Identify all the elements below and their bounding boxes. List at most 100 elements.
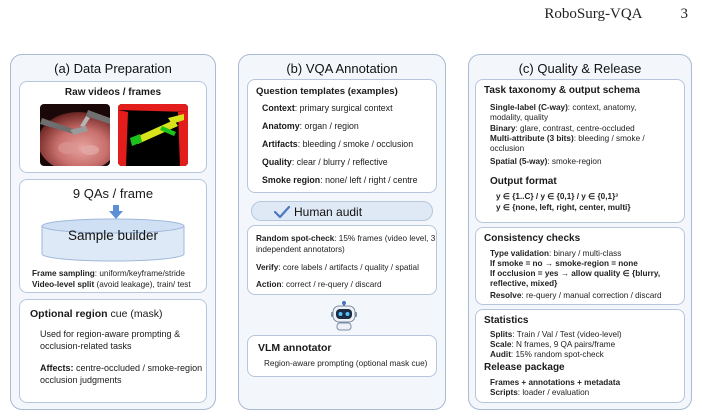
- video-split-value: (avoid leakage), train/ test: [94, 280, 191, 289]
- database-cylinder-icon: [41, 218, 185, 262]
- panel-quality-release: (c) Quality & Release Task taxonomy & ou…: [468, 54, 692, 410]
- binary-line: Binary: glare, contrast, centre-occluded: [490, 123, 635, 134]
- template-label: Quality: [262, 157, 292, 167]
- multi-attribute-line-2: occlusion: [490, 144, 525, 153]
- template-text: : organ / region: [299, 121, 359, 131]
- binary-label: Binary: [490, 124, 516, 133]
- consistency-checks-card: Consistency checks Type validation: bina…: [475, 227, 685, 305]
- template-text: : clear / blurry / reflective: [291, 157, 388, 167]
- affects-value: centre-occluded / smoke-region: [73, 363, 203, 373]
- single-label-label: Single-label (C-way): [490, 103, 568, 112]
- spot-check-line-1: Random spot-check: 15% frames (video lev…: [256, 233, 435, 244]
- video-split-text: Video-level split (avoid leakage), train…: [32, 279, 191, 290]
- action-line: Action: correct / re-query / discard: [256, 279, 382, 290]
- page-number: 3: [680, 6, 689, 22]
- templates-title: Question templates (examples): [256, 86, 398, 97]
- binary-value: : glare, contrast, centre-occluded: [515, 124, 635, 133]
- panel-c-title: (c) Quality & Release: [518, 61, 642, 76]
- down-arrow-icon: [109, 205, 123, 219]
- type-validation-label: Type validation: [490, 249, 549, 258]
- question-templates-card: Question templates (examples) Context: p…: [247, 79, 437, 193]
- verify-label: Verify: [256, 263, 279, 272]
- template-label: Anatomy: [262, 121, 300, 131]
- verify-line: Verify: core labels / artifacts / qualit…: [256, 262, 419, 273]
- spot-check-label: Random spot-check: [256, 234, 335, 243]
- frame-sampling-text: Frame sampling: uniform/keyframe/stride: [32, 268, 185, 279]
- spatial-value: : smoke-region: [547, 157, 602, 166]
- splits-label: Splits: [490, 330, 513, 339]
- panel-a-title: (a) Data Preparation: [54, 61, 172, 76]
- human-audit-title: Human audit: [294, 205, 363, 219]
- consistency-title: Consistency checks: [484, 233, 581, 244]
- affects-line-2: occlusion judgments: [40, 375, 122, 385]
- qas-per-frame-label: 9 QAs / frame: [72, 186, 154, 201]
- scripts-value: : loader / evaluation: [517, 388, 590, 397]
- human-audit-banner: Human audit: [251, 201, 433, 221]
- raw-frames-card: Raw videos / frames: [19, 81, 207, 173]
- panel-b-title: (b) VQA Annotation: [286, 61, 398, 76]
- frame-sampling-label: Frame sampling: [32, 269, 95, 278]
- sample-builder-card: 9 QAs / frame Sample builder Frame sampl…: [19, 179, 207, 293]
- optional-region-title-bold: Optional region: [30, 308, 108, 320]
- region-desc-line-1: Used for region-aware prompting &: [40, 329, 181, 339]
- sample-builder-label: Sample builder: [67, 228, 159, 243]
- spatial-line: Spatial (5-way): smoke-region: [490, 156, 602, 167]
- scale-line: Scale: N frames, 9 QA pairs/frame: [490, 339, 615, 350]
- single-label-value: : context, anatomy,: [567, 103, 637, 112]
- release-line-1: Frames + annotations + metadata: [490, 378, 621, 387]
- affects-line-1: Affects: centre-occluded / smoke-region: [40, 362, 202, 374]
- action-value: : correct / re-query / discard: [281, 280, 382, 289]
- output-format-line-1: y ∈ {1..C} / y ∈ {0,1} / y ∈ {0,1}³: [496, 192, 618, 201]
- resolve-value: : re-query / manual correction / discard: [521, 291, 662, 300]
- audit-label: Audit: [490, 350, 511, 359]
- single-label-line-1: Single-label (C-way): context, anatomy,: [490, 102, 636, 113]
- spot-check-line-2: independent annotators): [256, 245, 345, 254]
- panel-data-preparation: (a) Data Preparation Raw videos / frames: [10, 54, 216, 410]
- taxonomy-title: Task taxonomy & output schema: [484, 85, 640, 96]
- optional-region-title: Optional region cue (mask): [30, 308, 162, 320]
- template-row-artifacts: Artifacts: bleeding / smoke / occlusion: [262, 139, 413, 149]
- running-header: RoboSurg-VQA 3: [544, 6, 688, 23]
- spatial-label: Spatial (5-way): [490, 157, 548, 166]
- audit-line: Audit: 15% random spot-check: [490, 349, 604, 360]
- raw-frames-title: Raw videos / frames: [64, 87, 162, 98]
- template-row-anatomy: Anatomy: organ / region: [262, 121, 359, 131]
- vlm-annotator-card: VLM annotator Region-aware prompting (op…: [247, 335, 437, 377]
- taxonomy-card: Task taxonomy & output schema Single-lab…: [475, 79, 685, 223]
- vlm-annotator-desc: Region-aware prompting (optional mask cu…: [264, 359, 428, 368]
- video-split-label: Video-level split: [32, 280, 95, 289]
- spot-check-value: : 15% frames (video level, 3: [334, 234, 436, 243]
- occlusion-rule-line-2: reflective, mixed}: [490, 279, 558, 288]
- template-text: : primary surgical context: [294, 103, 393, 113]
- robot-icon: [331, 301, 357, 331]
- template-label: Artifacts: [262, 139, 298, 149]
- paper-title: RoboSurg-VQA: [544, 6, 643, 22]
- splits-value: : Train / Val / Test (video-level): [512, 330, 622, 339]
- resolve-line: Resolve: re-query / manual correction / …: [490, 290, 662, 301]
- scripts-line: Scripts: loader / evaluation: [490, 387, 589, 398]
- multi-attribute-value: : bleeding / smoke /: [573, 134, 645, 143]
- surgical-frame-image: [40, 104, 110, 166]
- segmentation-mask-image: [118, 104, 188, 166]
- audit-value: : 15% random spot-check: [510, 350, 604, 359]
- region-desc-line-2: occlusion-related tasks: [40, 341, 132, 351]
- checkmark-icon: [274, 206, 290, 218]
- template-row-quality: Quality: clear / blurry / reflective: [262, 157, 388, 167]
- multi-attribute-line-1: Multi-attribute (3 bits): bleeding / smo…: [490, 133, 645, 144]
- type-validation-value: : binary / multi-class: [549, 249, 622, 258]
- template-row-context: Context: primary surgical context: [262, 103, 393, 113]
- release-package-title: Release package: [484, 362, 565, 373]
- template-label: Smoke region: [262, 175, 321, 185]
- statistics-card: Statistics Splits: Train / Val / Test (v…: [475, 309, 685, 403]
- optional-region-title-rest: cue (mask): [107, 308, 163, 320]
- panel-vqa-annotation: (b) VQA Annotation Question templates (e…: [238, 54, 446, 410]
- scale-label: Scale: [490, 340, 512, 349]
- action-label: Action: [256, 280, 282, 289]
- optional-region-card: Optional region cue (mask) Used for regi…: [19, 299, 207, 403]
- verify-value: : core labels / artifacts / quality / sp…: [278, 263, 419, 272]
- occlusion-rule-line-1: If occlusion = yes → allow quality ∈ {bl…: [490, 269, 661, 278]
- affects-label: Affects:: [40, 363, 74, 373]
- single-label-line-2: modality, quality: [490, 113, 549, 122]
- template-label: Context: [262, 103, 295, 113]
- sample-builder-label-wrap: Sample builder: [40, 224, 186, 243]
